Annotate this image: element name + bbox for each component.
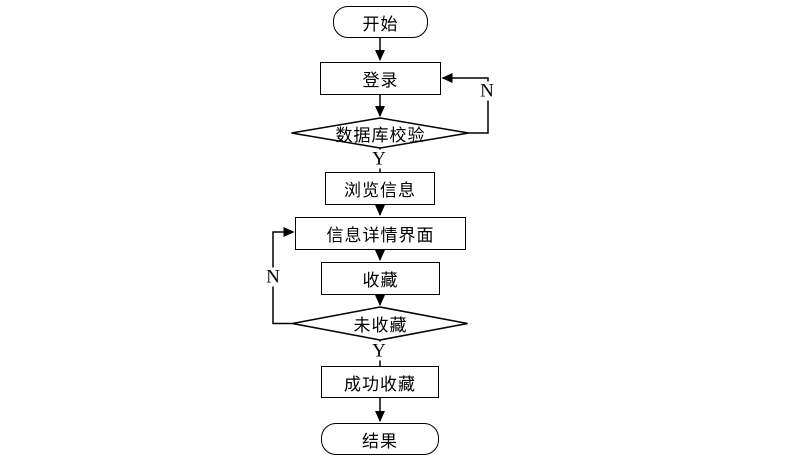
branch-label-db-check-no: N bbox=[478, 80, 496, 102]
branch-label-not-collected-no: N bbox=[264, 266, 282, 288]
decision-not-collected-shape bbox=[292, 306, 468, 341]
node-result: 结果 bbox=[321, 423, 439, 455]
connector-dbcheck-no-loop bbox=[441, 73, 489, 134]
node-collect: 收藏 bbox=[321, 262, 440, 295]
decision-db-check-shape bbox=[291, 117, 469, 149]
node-browse-info: 浏览信息 bbox=[325, 172, 435, 205]
node-start: 开始 bbox=[333, 6, 428, 38]
branch-label-not-collected-yes: Y bbox=[370, 340, 388, 362]
branch-label-db-check-yes: Y bbox=[370, 148, 388, 170]
node-collect-success: 成功收藏 bbox=[321, 366, 439, 398]
node-info-detail: 信息详情界面 bbox=[295, 217, 466, 250]
node-login: 登录 bbox=[320, 62, 441, 95]
